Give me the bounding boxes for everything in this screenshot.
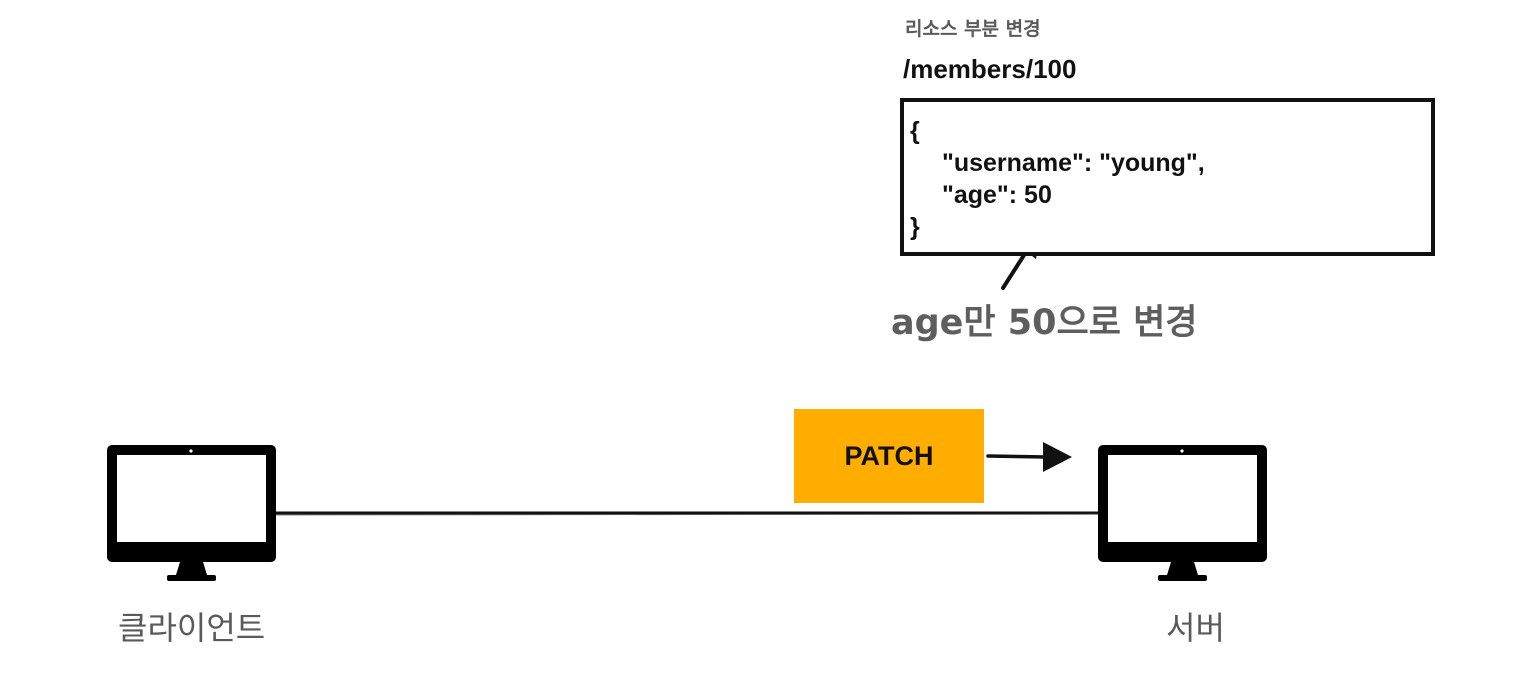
json-line-username: "username": "young", xyxy=(942,149,1205,177)
json-body-box: { "username": "young", "age": 50 } xyxy=(900,98,1435,256)
server-label: 서버 xyxy=(1166,609,1225,647)
annotation-text: age만 50으로 변경 xyxy=(891,303,1198,343)
client-label: 클라이언트 xyxy=(118,609,266,647)
server-monitor-icon xyxy=(1098,445,1267,581)
request-arrow-icon xyxy=(986,442,1072,472)
client-monitor-icon xyxy=(107,445,276,581)
json-line-close: } xyxy=(910,213,920,241)
json-line-open: { xyxy=(910,117,920,145)
method-label: PATCH xyxy=(844,440,934,471)
section-caption: 리소스 부분 변경 xyxy=(905,18,1041,40)
method-badge: PATCH xyxy=(794,409,984,503)
resource-path: /members/100 xyxy=(903,54,1077,84)
json-line-age: "age": 50 xyxy=(942,181,1052,209)
connection-line xyxy=(274,511,1099,516)
